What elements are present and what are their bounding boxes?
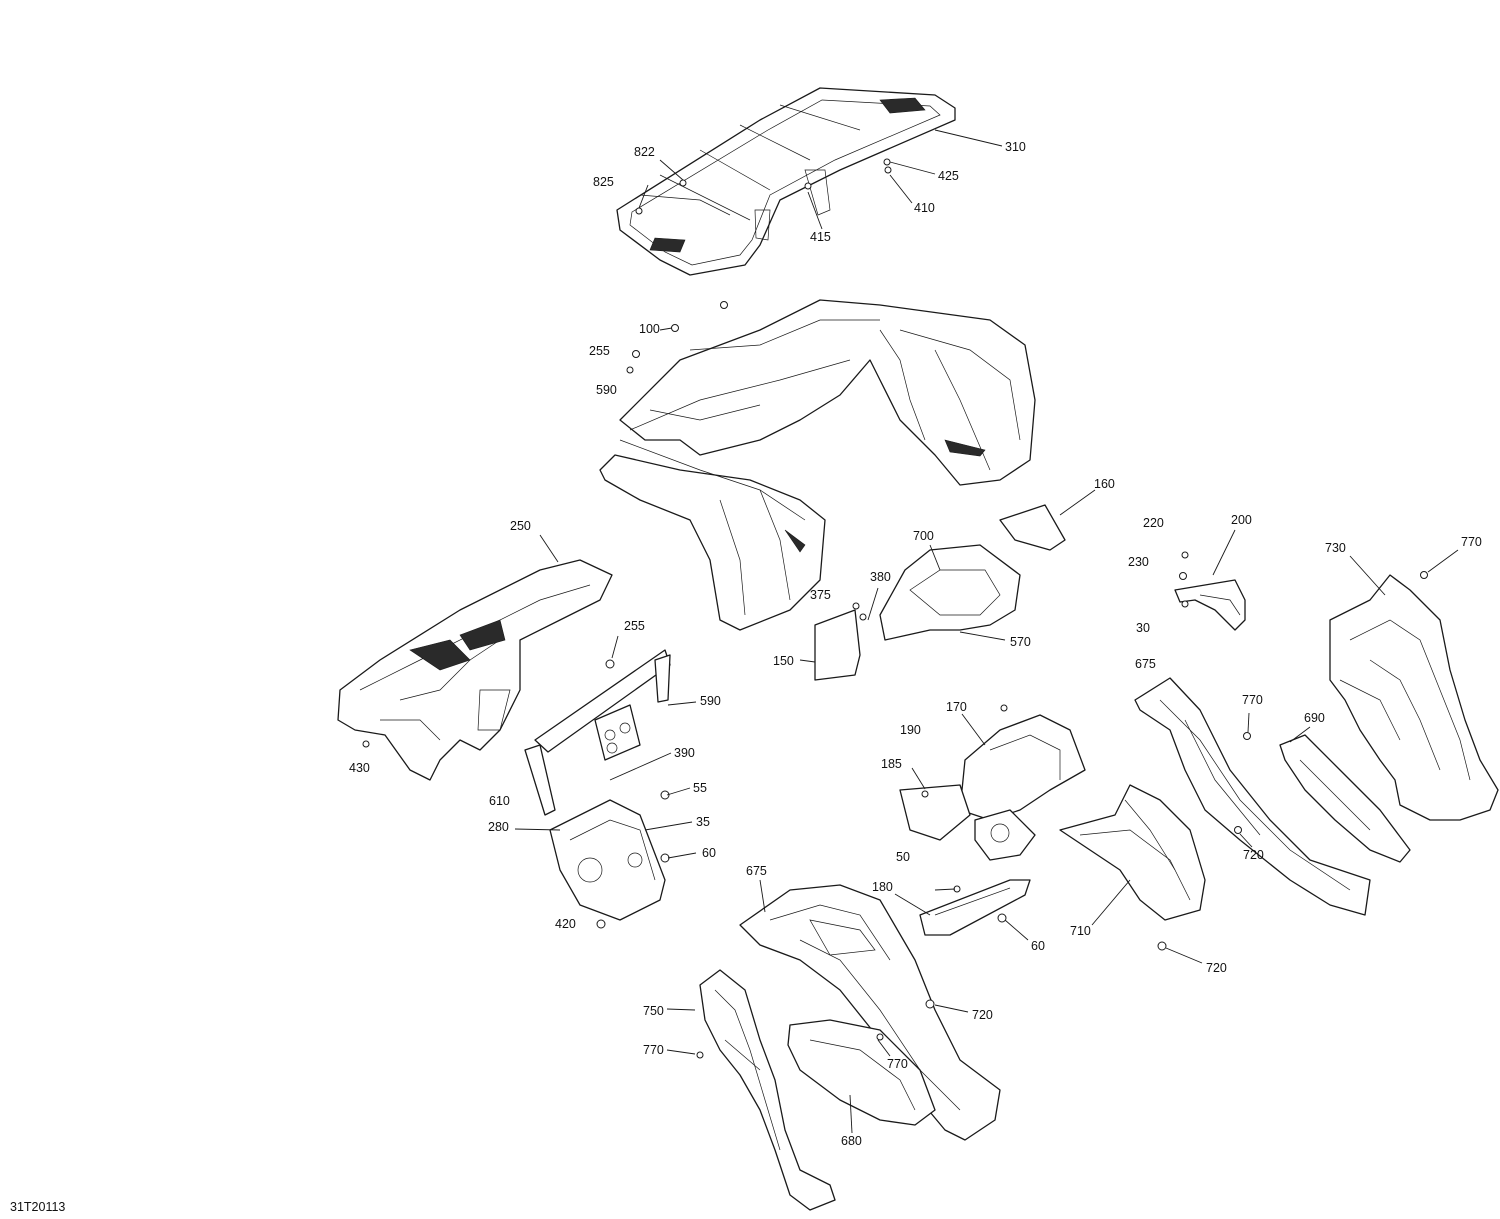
callout-822: 822 xyxy=(634,145,655,159)
callout-720: 720 xyxy=(1243,848,1264,862)
left-rear-support-part xyxy=(337,559,613,781)
callout-720: 720 xyxy=(972,1008,993,1022)
callout-720: 720 xyxy=(1206,961,1227,975)
callout-55: 55 xyxy=(693,781,707,795)
callout-675: 675 xyxy=(746,864,767,878)
callout-710: 710 xyxy=(1070,924,1091,938)
fasteners xyxy=(362,158,1428,1059)
bracket-200-part xyxy=(1174,579,1246,631)
diagram-reference-code: 31T20113 xyxy=(10,1200,66,1214)
callout-50: 50 xyxy=(896,850,910,864)
bracket-180-part xyxy=(919,879,1031,936)
callout-675: 675 xyxy=(1135,657,1156,671)
callout-35: 35 xyxy=(696,815,710,829)
leader-lines xyxy=(514,129,1459,1134)
rear-rack-part xyxy=(616,87,956,276)
panel-750-part xyxy=(699,969,836,1211)
callout-770: 770 xyxy=(1242,693,1263,707)
callout-570: 570 xyxy=(1010,635,1031,649)
callout-170: 170 xyxy=(946,700,967,714)
callout-590: 590 xyxy=(700,694,721,708)
callout-415: 415 xyxy=(810,230,831,244)
callout-labels: 310 425 410 415 822 825 100 255 590 160 … xyxy=(349,140,1482,1148)
rear-frame-bracket-part xyxy=(524,649,671,921)
callout-190: 190 xyxy=(900,723,921,737)
callout-100: 100 xyxy=(639,322,660,336)
callout-730: 730 xyxy=(1325,541,1346,555)
callout-185: 185 xyxy=(881,757,902,771)
storage-box-170-part xyxy=(899,714,1086,861)
right-footwell-panel-part xyxy=(1134,677,1411,916)
callout-770: 770 xyxy=(643,1043,664,1057)
callout-30: 30 xyxy=(1136,621,1150,635)
callout-380: 380 xyxy=(870,570,891,584)
left-footwell-panel-part xyxy=(739,884,1001,1141)
callout-610: 610 xyxy=(489,794,510,808)
callout-690: 690 xyxy=(1304,711,1325,725)
callout-255: 255 xyxy=(589,344,610,358)
panel-710-part xyxy=(1059,784,1206,921)
callout-255: 255 xyxy=(624,619,645,633)
callout-680: 680 xyxy=(841,1134,862,1148)
callout-310: 310 xyxy=(1005,140,1026,154)
callout-280: 280 xyxy=(488,820,509,834)
right-side-panel-part xyxy=(1329,574,1499,821)
callout-60: 60 xyxy=(1031,939,1045,953)
callout-250: 250 xyxy=(510,519,531,533)
callout-390: 390 xyxy=(674,746,695,760)
callout-180: 180 xyxy=(872,880,893,894)
callout-410: 410 xyxy=(914,201,935,215)
callout-150: 150 xyxy=(773,654,794,668)
callout-750: 750 xyxy=(643,1004,664,1018)
callout-825: 825 xyxy=(593,175,614,189)
callout-420: 420 xyxy=(555,917,576,931)
callout-200: 200 xyxy=(1231,513,1252,527)
callout-700: 700 xyxy=(913,529,934,543)
callout-220: 220 xyxy=(1143,516,1164,530)
callout-230: 230 xyxy=(1128,555,1149,569)
callout-590: 590 xyxy=(596,383,617,397)
callout-770: 770 xyxy=(1461,535,1482,549)
callout-430: 430 xyxy=(349,761,370,775)
center-fasteners-group xyxy=(814,504,1066,681)
rear-fender-part xyxy=(599,299,1036,631)
callout-160: 160 xyxy=(1094,477,1115,491)
callout-425: 425 xyxy=(938,169,959,183)
callout-60: 60 xyxy=(702,846,716,860)
callout-770: 770 xyxy=(887,1057,908,1071)
callout-375: 375 xyxy=(810,588,831,602)
